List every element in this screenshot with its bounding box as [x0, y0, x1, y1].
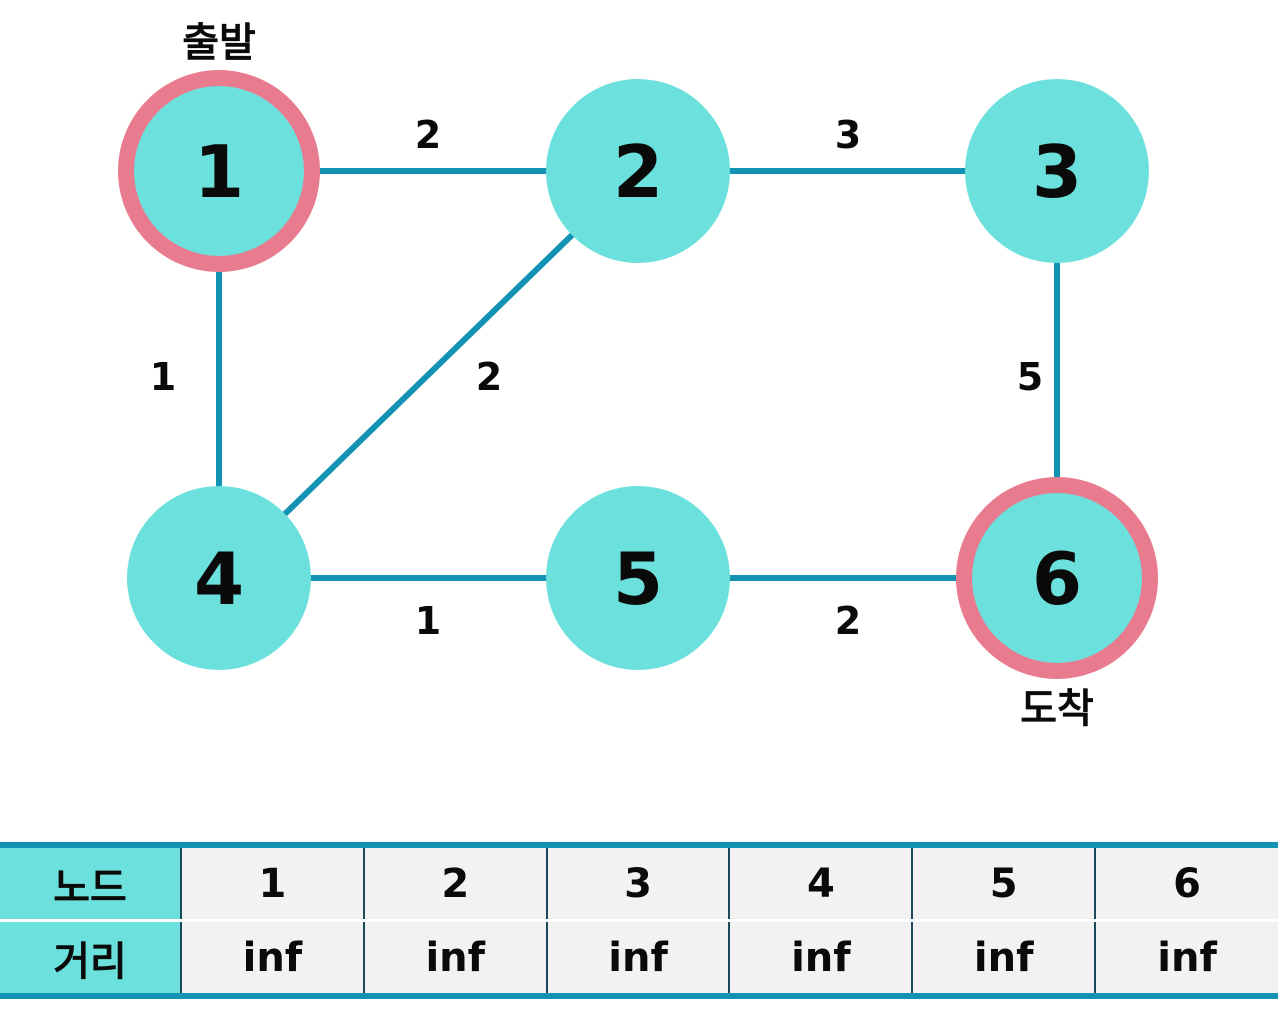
node-cell: 2 — [362, 845, 548, 922]
node-4: 4 — [127, 486, 311, 670]
distance-cell: inf — [1094, 920, 1278, 996]
node-row: 노드 1 2 3 4 5 6 — [0, 845, 1278, 922]
edge-weight-1-2: 2 — [415, 113, 441, 157]
node-2: 2 — [546, 79, 730, 263]
node-label: 1 — [194, 130, 244, 214]
node-6: 6 — [956, 477, 1158, 679]
end-label: 도착 — [1020, 686, 1094, 732]
node-label: 2 — [613, 130, 663, 214]
distance-cell: inf — [180, 920, 365, 996]
distance-cell: inf — [911, 920, 1097, 996]
start-label: 출발 — [182, 20, 256, 66]
node-circle — [965, 79, 1149, 263]
distance-cell: inf — [362, 920, 548, 996]
distance-cell: inf — [545, 920, 731, 996]
node-circle — [546, 486, 730, 670]
edge-weight-5-6: 2 — [835, 599, 861, 643]
edge-weight-2-3: 3 — [835, 113, 861, 157]
distance-row-header: 거리 — [0, 920, 182, 996]
node-cell: 5 — [911, 845, 1097, 922]
node-circle — [127, 486, 311, 670]
node-1: 1 — [118, 70, 320, 272]
node-label: 6 — [1032, 537, 1082, 621]
node-label: 5 — [613, 537, 663, 621]
graph-diagram: 1 2 3 4 5 6 2 3 1 2 5 1 2 출발 도착 — [118, 20, 1158, 732]
edge-weight-4-5: 1 — [415, 599, 441, 643]
distance-row: 거리 inf inf inf inf inf inf — [0, 920, 1278, 996]
node-cell: 6 — [1094, 845, 1278, 922]
distance-table: 노드 1 2 3 4 5 6 거리 inf inf inf inf inf in… — [0, 842, 1278, 999]
node-circle — [972, 493, 1142, 663]
node-cell: 3 — [545, 845, 731, 922]
edge-weight-3-6: 5 — [1017, 355, 1043, 399]
node-cell: 4 — [728, 845, 914, 922]
edge-2-4 — [216, 168, 641, 581]
edge-weight-2-4: 2 — [476, 355, 502, 399]
node-circle — [134, 86, 304, 256]
nodes-layer: 1 2 3 4 5 6 — [118, 70, 1158, 679]
node-cell: 1 — [180, 845, 365, 922]
distance-cell: inf — [728, 920, 914, 996]
node-label: 4 — [194, 537, 244, 621]
node-3: 3 — [965, 79, 1149, 263]
node-label: 3 — [1032, 130, 1082, 214]
node-5: 5 — [546, 486, 730, 670]
edge-weight-1-4: 1 — [150, 355, 176, 399]
node-row-header: 노드 — [0, 845, 182, 922]
edge-weights-layer: 2 3 1 2 5 1 2 — [150, 113, 1043, 643]
node-circle — [546, 79, 730, 263]
